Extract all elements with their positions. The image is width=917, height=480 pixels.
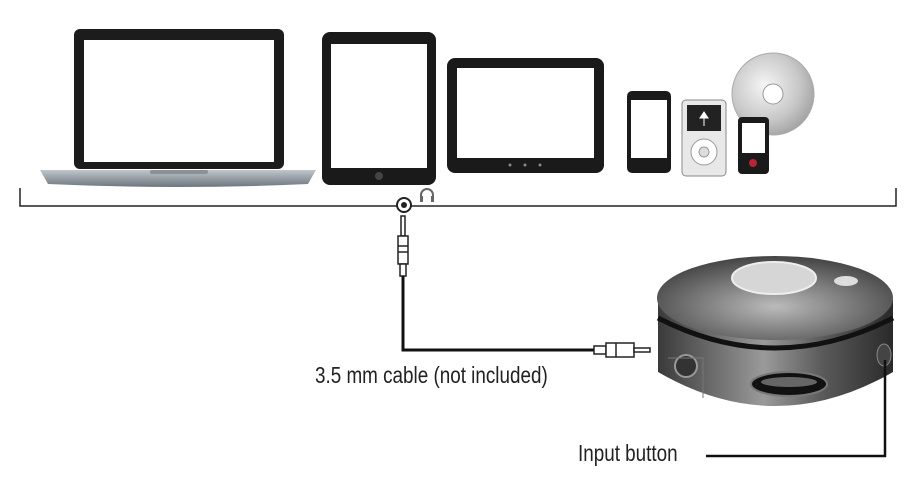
- input-button-leader: [706, 360, 887, 458]
- device-bracket: [19, 188, 897, 207]
- tablet-portrait: [322, 32, 436, 185]
- headphone-icon: [420, 188, 434, 202]
- vertical-plug: [397, 215, 409, 277]
- audio-jack-icon: [396, 197, 412, 213]
- tablet-landscape: [447, 58, 604, 173]
- bluetooth-receiver: [656, 256, 895, 406]
- aux-input-port: [674, 354, 698, 378]
- volume-wheel[interactable]: [750, 371, 828, 397]
- cd: [731, 52, 815, 136]
- input-button-label: Input button: [578, 440, 678, 466]
- cable: [401, 276, 596, 352]
- smartphone: [627, 91, 671, 173]
- laptop: [40, 29, 316, 187]
- mp3-player: [738, 117, 769, 174]
- ipod: [681, 99, 727, 177]
- horizontal-plug: [593, 342, 651, 358]
- cable-label: 3.5 mm cable (not included): [315, 362, 548, 388]
